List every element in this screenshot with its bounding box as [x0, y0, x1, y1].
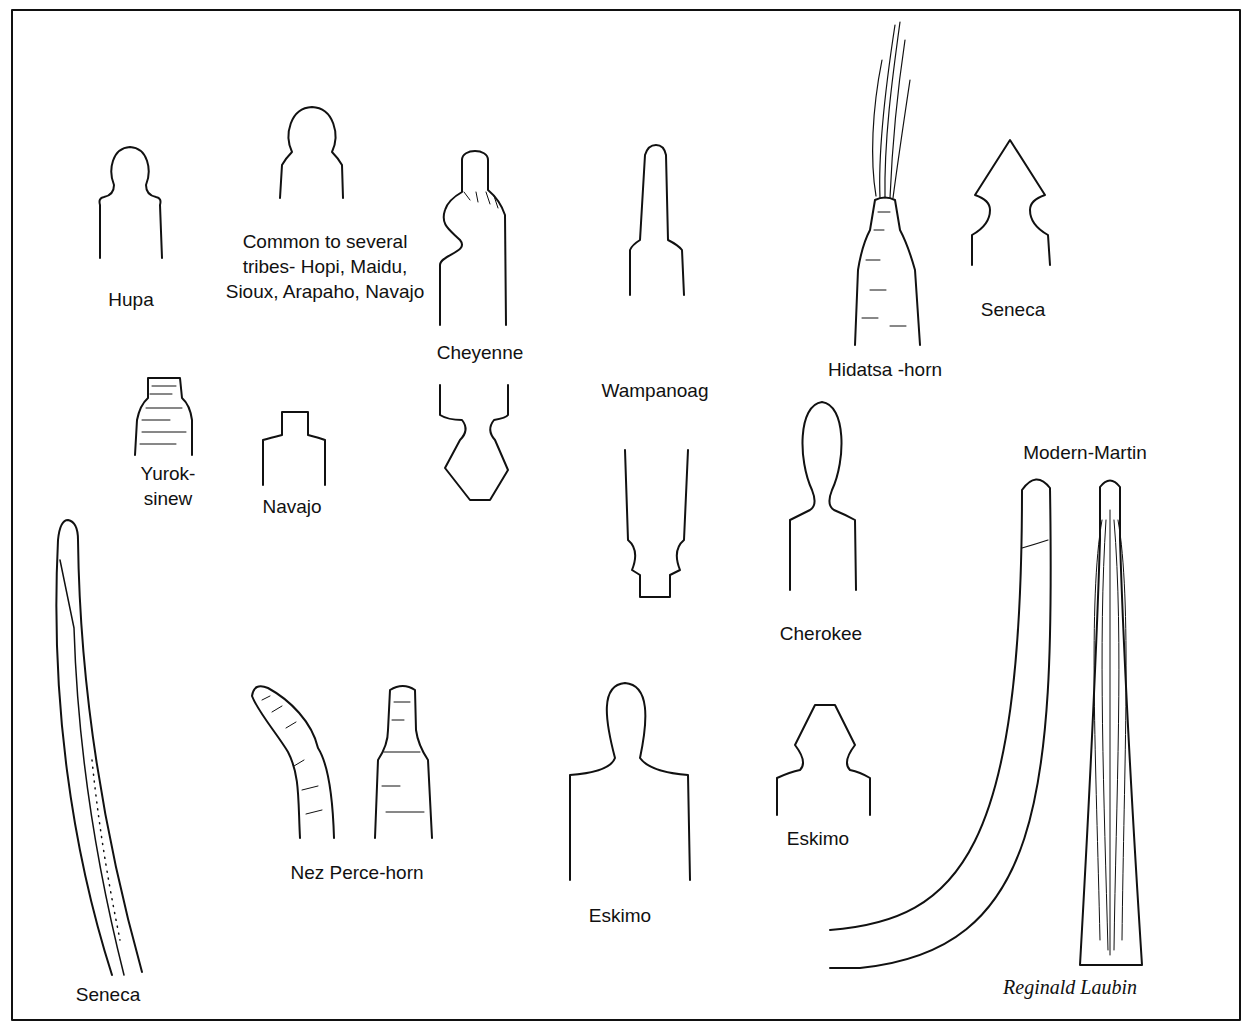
nock-label: Nez Perce-horn [290, 860, 423, 885]
sinew-wrap [140, 386, 186, 444]
nock-label: Navajo [262, 494, 321, 519]
nock-label: Yurok- sinew [133, 461, 203, 511]
eskimo-nock [570, 683, 690, 880]
common-nock [280, 107, 343, 198]
bowstring-wrap [1094, 510, 1126, 955]
nock-label: Eskimo [787, 826, 849, 851]
nock-label: Hidatsa -horn [828, 357, 942, 382]
nez-perce-straight-horn [375, 686, 432, 838]
cheyenne-nock [440, 151, 506, 325]
cheyenne-point [440, 385, 508, 500]
wampanoag-nock [630, 145, 684, 295]
hidatsa-feather [873, 22, 910, 198]
signature: Reginald Laubin [1003, 975, 1137, 1000]
nez-perce-curved-horn [252, 686, 334, 838]
nock-label: Modern-Martin [1023, 440, 1147, 465]
hidatsa-horn [855, 198, 920, 346]
texture [262, 696, 322, 814]
shading [464, 192, 498, 208]
texture [382, 702, 424, 812]
nock-label: Cherokee [780, 621, 862, 646]
yurok-nock [135, 378, 192, 455]
hupa-nock [100, 147, 163, 258]
bowstring [60, 560, 124, 975]
wampanoag-point [625, 450, 688, 597]
nock-label: Eskimo [589, 903, 651, 928]
nock-label: Seneca [76, 982, 140, 1007]
frame [12, 10, 1240, 1020]
nock-label: Cheyenne [437, 340, 524, 365]
nock-label: Common to several tribes- Hopi, Maidu, S… [218, 229, 433, 304]
dots [92, 760, 120, 940]
cherokee-nock [790, 402, 856, 590]
seneca-nock [972, 140, 1050, 265]
eskimo-nock [777, 705, 870, 815]
modern-limb-line [1022, 540, 1048, 548]
nock-label: Hupa [108, 287, 153, 312]
navajo-nock [263, 412, 325, 485]
modern-bow-limb [830, 479, 1051, 968]
texture [862, 212, 906, 326]
modern-bow-limb [1080, 481, 1142, 966]
seneca-bow-nock [56, 520, 142, 975]
nock-label: Seneca [981, 297, 1045, 322]
nock-label: Wampanoag [601, 378, 708, 403]
